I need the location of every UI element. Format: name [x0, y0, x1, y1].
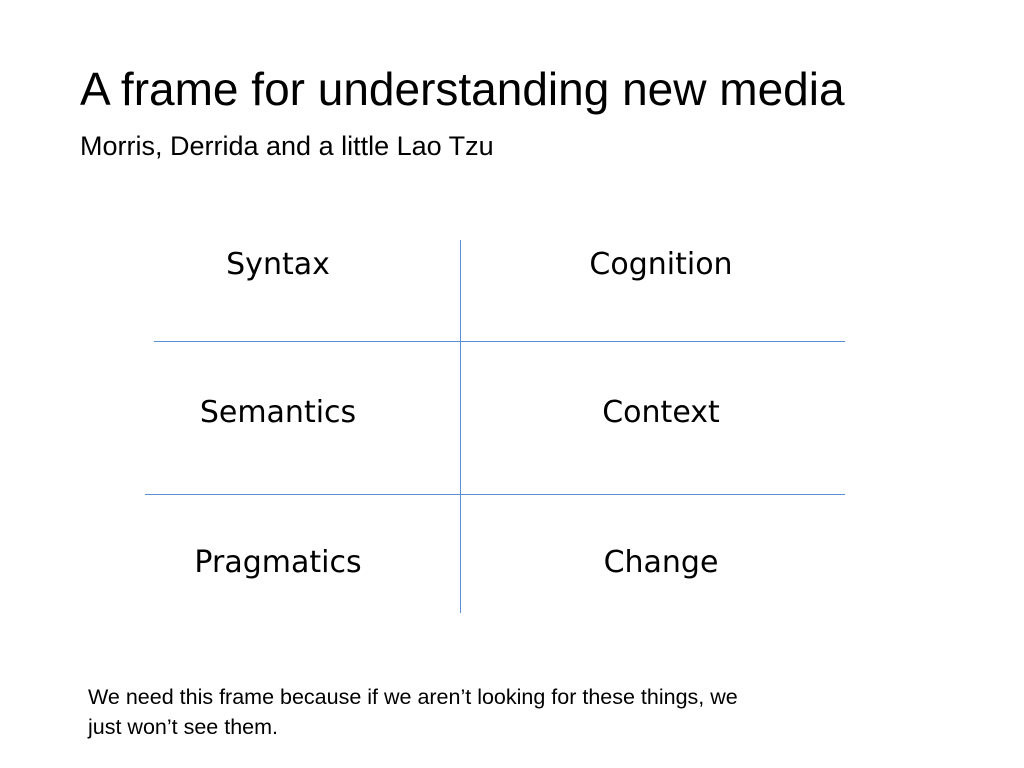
grid-cell-pragmatics: Pragmatics — [194, 545, 362, 580]
grid-cell-change: Change — [603, 545, 719, 580]
slide-title: A frame for understanding new media — [80, 63, 845, 115]
slide-footnote: We need this frame because if we aren’t … — [88, 685, 738, 739]
grid-cell-syntax: Syntax — [226, 247, 330, 282]
horizontal-divider-2 — [145, 494, 845, 495]
grid-cell-context: Context — [602, 395, 720, 430]
horizontal-divider-1 — [154, 341, 845, 342]
slide-subtitle: Morris, Derrida and a little Lao Tzu — [80, 131, 494, 161]
grid-cell-semantics: Semantics — [199, 395, 357, 430]
grid-cell-cognition: Cognition — [589, 247, 733, 282]
vertical-divider — [460, 240, 461, 613]
